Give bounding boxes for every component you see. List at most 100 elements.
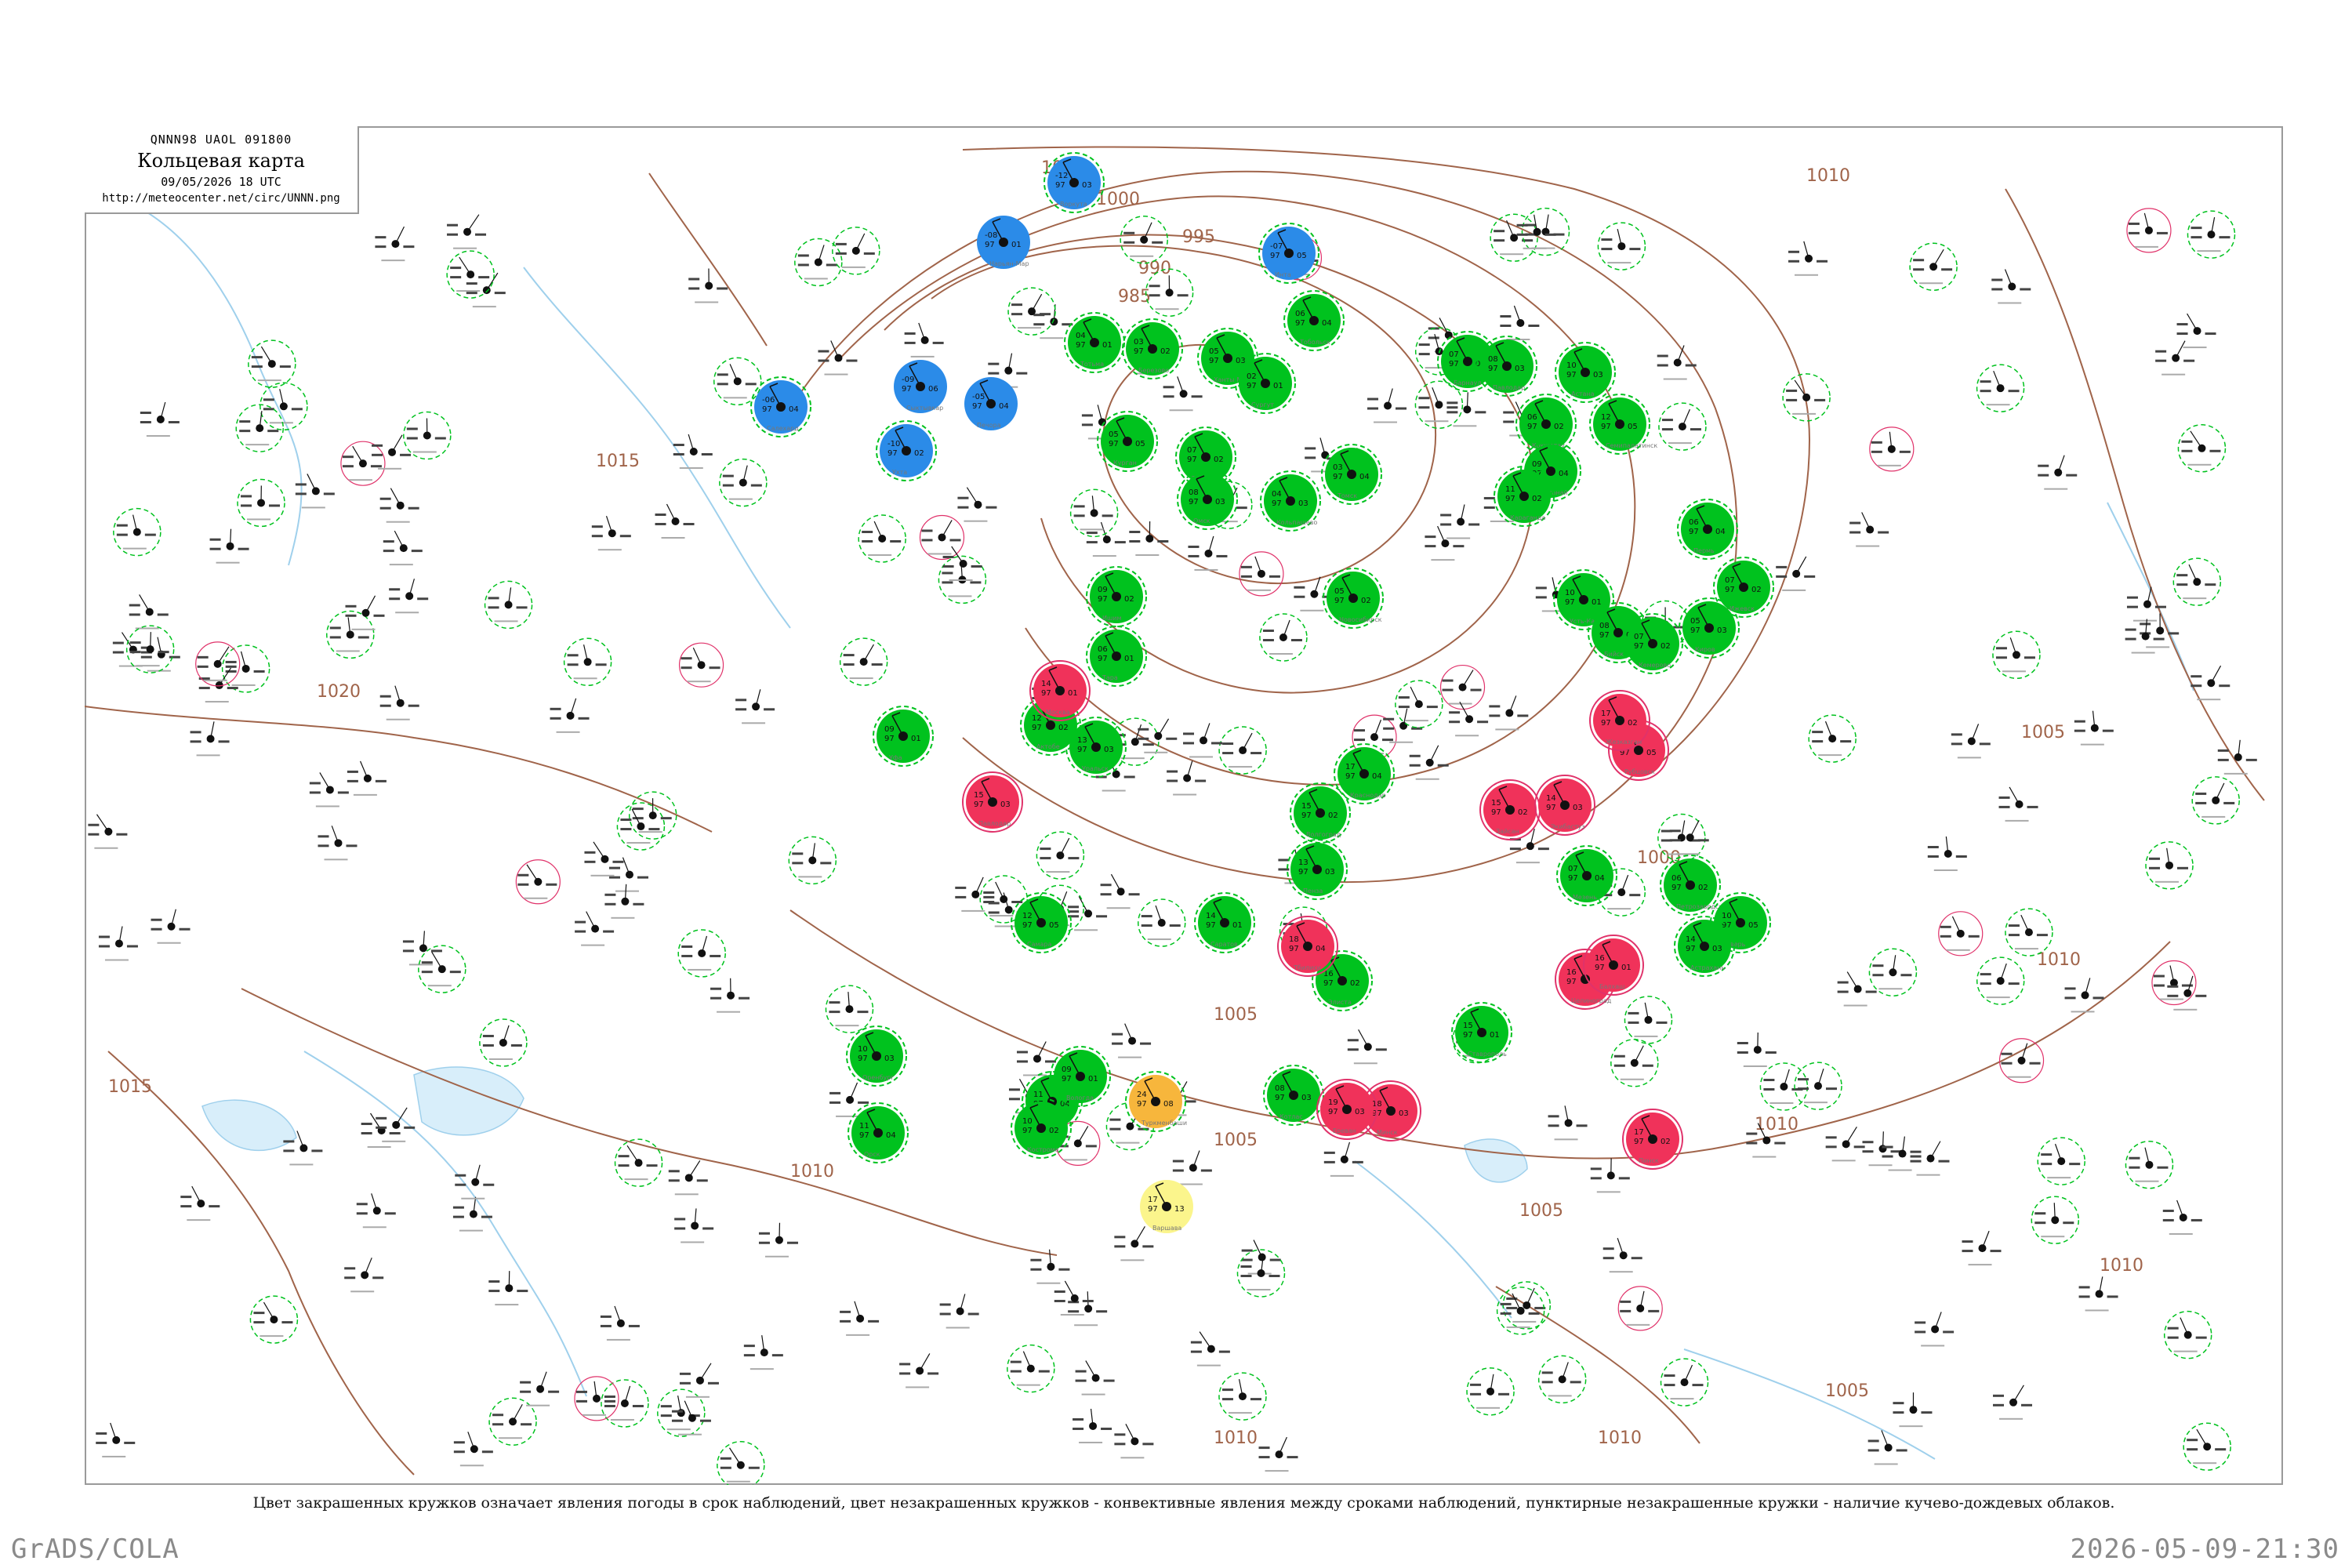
value-glyph [375, 245, 387, 249]
station-pressure: 97 [972, 402, 982, 411]
wind-barb [2144, 1147, 2151, 1165]
value-glyph [1068, 906, 1080, 909]
wind-barb [2210, 217, 2216, 235]
cb-ring [2177, 424, 2227, 473]
value-glyph [400, 453, 412, 456]
background-station [340, 441, 386, 486]
value-glyph [604, 1399, 615, 1403]
station-pressure: 97 [1690, 626, 1700, 635]
cb-ring [1218, 1372, 1267, 1421]
value-glyph [1804, 575, 1816, 578]
background-station [190, 721, 230, 757]
value-glyph [379, 704, 391, 707]
value-glyph [660, 1405, 672, 1408]
station-name: Петрозаводск [1676, 903, 1722, 910]
wind-barb [951, 546, 964, 564]
value-glyph [1138, 737, 1149, 740]
station-dewpoint: 04 [886, 1131, 896, 1140]
cb-ring [1610, 1038, 1659, 1087]
wind-barb [217, 646, 230, 665]
wind-barb [110, 1422, 117, 1441]
name-glyph [260, 1335, 284, 1338]
station-name: Сургут [1251, 401, 1274, 408]
station-pressure: 97 [1270, 252, 1280, 260]
wind-barb-feather [1602, 941, 1611, 946]
value-glyph [1872, 974, 1884, 977]
cb-ring [1036, 831, 1085, 880]
value-glyph [124, 1441, 136, 1444]
wind-barb [160, 401, 166, 420]
station-marker[interactable]: 079702Тюмень [1175, 426, 1236, 488]
station-temperature: 16 [1566, 968, 1577, 977]
value-glyph [2217, 749, 2229, 752]
value-glyph [1112, 1033, 1123, 1036]
wind-barb [209, 721, 215, 739]
background-station [446, 250, 495, 299]
value-glyph [347, 779, 358, 782]
value-glyph [1548, 1115, 1559, 1118]
wind-barb [1305, 848, 1318, 870]
station-temperature: 04 [1272, 490, 1282, 499]
source-url[interactable]: http://meteocenter.net/circ/UNNN.png [102, 192, 340, 205]
wind-barb [1993, 370, 2002, 389]
wind-barb [319, 772, 331, 790]
name-glyph [1155, 308, 1179, 310]
convective-ring [1064, 312, 1125, 373]
value-glyph [957, 506, 969, 509]
value-glyph [1951, 733, 1962, 736]
